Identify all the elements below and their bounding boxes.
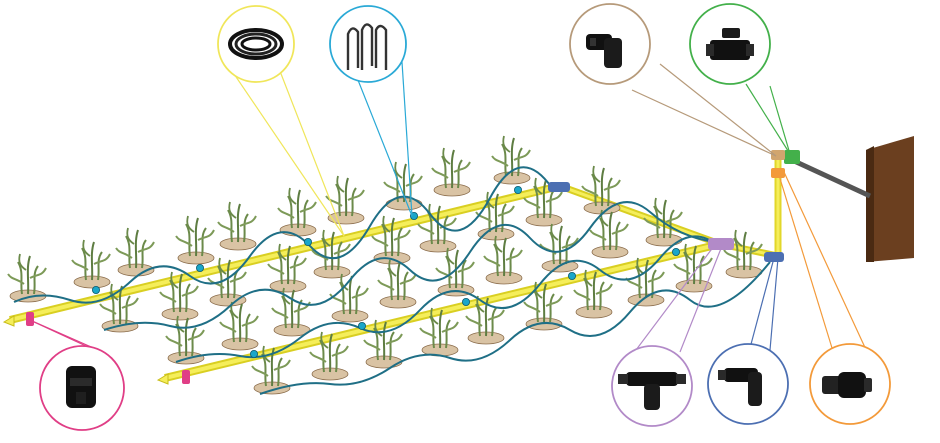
callout-tap-connector xyxy=(809,343,891,425)
callout-elbow-fitting xyxy=(569,3,651,85)
tubing-coil-icon xyxy=(228,28,284,60)
end-plug-icon xyxy=(66,366,96,408)
tap-connector-icon xyxy=(822,372,872,398)
tee-fitting-icon xyxy=(618,372,686,410)
wall xyxy=(866,136,914,262)
valve-marker xyxy=(784,150,800,164)
ball-valve-icon xyxy=(706,28,754,60)
callout-tubing xyxy=(217,5,295,83)
pipe-fittings xyxy=(26,182,784,384)
elbow-fitting-icon xyxy=(586,34,622,68)
elbow-marker xyxy=(771,150,785,160)
drip-lines xyxy=(13,166,771,395)
stake-icon xyxy=(346,23,388,70)
callout-leaders xyxy=(29,61,869,359)
callout-stakes xyxy=(329,5,407,83)
callout-elbow-connector xyxy=(707,343,789,425)
callout-end-plug xyxy=(39,345,125,431)
callout-tee-fitting xyxy=(611,345,693,427)
supply-pipe xyxy=(771,150,872,256)
elbow-connector-icon xyxy=(718,368,762,406)
callout-ball-valve xyxy=(689,3,771,85)
